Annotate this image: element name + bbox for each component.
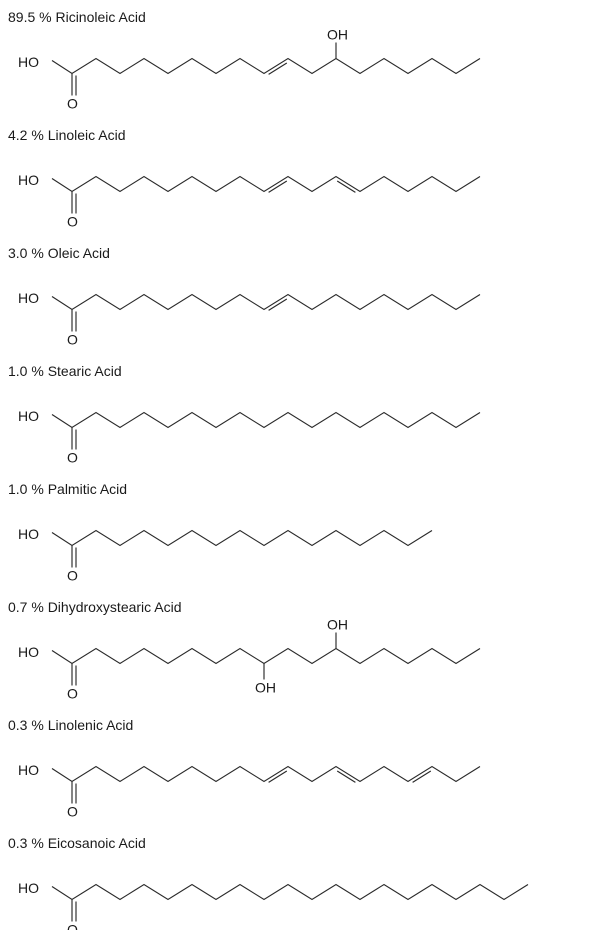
carbon-chain	[51, 765, 481, 783]
molecule-label: 89.5 % Ricinoleic Acid	[8, 9, 146, 25]
hydroxyl-atom-label: HO	[18, 526, 39, 542]
molecule-label: 3.0 % Oleic Acid	[8, 245, 110, 261]
carbonyl-oxygen-label: O	[67, 332, 78, 348]
hydroxyl-atom-label: HO	[18, 290, 39, 306]
double-bond	[268, 180, 288, 193]
hydroxyl-substituent-label: OH	[327, 27, 348, 43]
carbon-chain	[51, 293, 481, 311]
hydroxyl-atom-label: HO	[18, 172, 39, 188]
double-bond	[268, 298, 288, 311]
hydroxyl-substituent-label: OH	[255, 680, 276, 696]
molecule-label: 0.3 % Linolenic Acid	[8, 717, 133, 733]
carbon-chain	[51, 175, 481, 193]
carbon-chain	[51, 57, 481, 75]
carbonyl-oxygen-label: O	[67, 214, 78, 230]
carbonyl-oxygen-label: O	[67, 568, 78, 584]
carbonyl-oxygen-label: O	[67, 96, 78, 112]
carbon-chain	[51, 647, 481, 665]
hydroxyl-atom-label: HO	[18, 762, 39, 778]
molecule-label: 0.7 % Dihydroxystearic Acid	[8, 599, 182, 615]
molecule-label: 1.0 % Palmitic Acid	[8, 481, 127, 497]
hydroxyl-substituent-label: OH	[327, 617, 348, 633]
double-bond	[336, 180, 356, 193]
carbonyl-oxygen-label: O	[67, 450, 78, 466]
hydroxyl-atom-label: HO	[18, 880, 39, 896]
double-bond	[268, 770, 288, 783]
carbonyl-oxygen-label: O	[67, 804, 78, 820]
molecule-label: 0.3 % Eicosanoic Acid	[8, 835, 146, 851]
hydroxyl-atom-label: HO	[18, 54, 39, 70]
double-bond	[336, 770, 356, 783]
hydroxyl-atom-label: HO	[18, 644, 39, 660]
carbon-chain	[51, 411, 481, 429]
double-bond	[268, 62, 288, 75]
carbon-chain	[51, 529, 433, 547]
carbonyl-oxygen-label: O	[67, 686, 78, 702]
double-bond	[412, 770, 432, 783]
carbonyl-oxygen-label: O	[67, 922, 78, 930]
hydroxyl-atom-label: HO	[18, 408, 39, 424]
molecule-label: 4.2 % Linoleic Acid	[8, 127, 126, 143]
carbon-chain	[51, 883, 529, 901]
molecule-label: 1.0 % Stearic Acid	[8, 363, 122, 379]
